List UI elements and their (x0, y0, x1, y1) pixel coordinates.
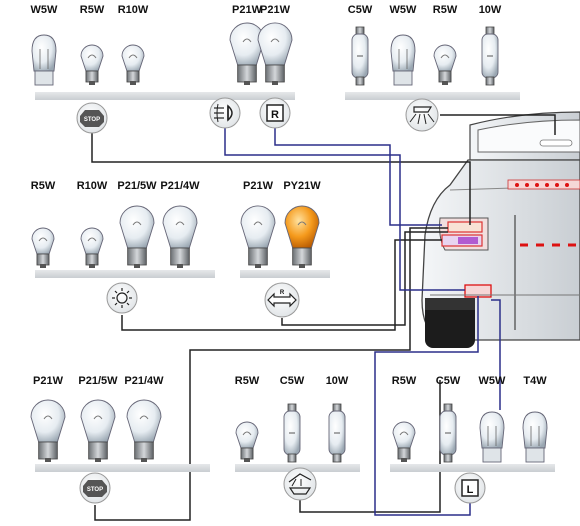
bulb-p21-4w: P21/4W (124, 375, 164, 462)
car-rear (421, 111, 580, 348)
bulb-code-label: W5W (390, 4, 418, 16)
bulb-code-label: P21W (232, 4, 263, 16)
stop-tail-icon: STOP (79, 472, 111, 504)
bulb-code-label: 10W (479, 4, 502, 16)
bulb-w5w: W5W (31, 4, 59, 86)
bulb-shelf-mid-center (240, 270, 330, 278)
side-light-icon (106, 282, 138, 314)
bulb-code-label: W5W (31, 4, 59, 16)
wire-stop-top (91, 132, 471, 225)
stop-sign-text-bottom: STOP (87, 487, 103, 493)
bulb-code-label: W5W (479, 375, 507, 387)
bulb-t4w: T4W (522, 375, 548, 463)
bulb-w5w: W5W (479, 375, 507, 463)
bulb-r5w: R5W (235, 375, 260, 462)
wire-stop-bottom (94, 227, 448, 521)
bulb-code-label: R10W (77, 180, 108, 192)
bulb-code-label: P21W (33, 375, 64, 387)
bulb-code-label: C5W (348, 4, 373, 16)
bulb-p21-5w: P21/5W (78, 375, 118, 462)
reverse-light-icon: R (259, 97, 291, 129)
bulb-p21w: P21W (30, 375, 66, 462)
bulb-py21w: PY21W (283, 180, 321, 268)
bulb-r10w: R10W (118, 4, 149, 85)
number-plate-light-icon (405, 98, 439, 132)
bulb-p21w: P21W (240, 180, 276, 268)
bulb-code-label: PY21W (283, 180, 321, 192)
bulb-code-label: R5W (31, 180, 56, 192)
bulb-code-label: T4W (523, 375, 547, 387)
interior-light-icon (283, 467, 317, 501)
bulb-code-label: C5W (436, 375, 461, 387)
bulb-r10w: R10W (77, 180, 108, 268)
bulb-code-label: P21/4W (160, 180, 200, 192)
wire-reverse (274, 128, 442, 226)
bulb-10w: 10W (326, 375, 349, 463)
bulb-shelf-top-right (345, 92, 520, 100)
bulb-r5w: R5W (80, 4, 105, 85)
bulb-p21-5w: P21/5W (117, 180, 157, 268)
wire-licence (374, 296, 479, 516)
bulb-p21w: P21W (257, 4, 293, 85)
car-tyre (425, 298, 475, 348)
licence-plate-icon: L (454, 472, 486, 504)
indicator-icon: R (264, 282, 300, 318)
bulb-r5w: R5W (392, 375, 417, 462)
bulb-code-label: P21/5W (78, 375, 118, 387)
indicator-letter: R (280, 290, 285, 296)
bulb-p21-4w: P21/4W (160, 180, 200, 268)
bulb-code-label: 10W (326, 375, 349, 387)
bulb-c5w: C5W (348, 4, 373, 86)
bulb-shelf-top-middle (205, 92, 295, 100)
bulb-shelf-bottom-left (35, 464, 210, 472)
bulb-r5w: R5W (433, 4, 458, 85)
bulb-shelf-top-left (35, 92, 205, 100)
bulb-c5w: C5W (280, 375, 305, 463)
bulb-r5w: R5W (31, 180, 56, 268)
bulb-code-label: P21/4W (124, 375, 164, 387)
stop-sign-text: STOP (84, 117, 100, 123)
bulb-shelf-mid-left (35, 270, 215, 278)
fog-light-icon (209, 97, 241, 129)
high-brake-light (507, 179, 580, 190)
bulb-code-label: C5W (280, 375, 305, 387)
tail-light-cluster (439, 217, 489, 251)
wire-plate-right (491, 299, 501, 410)
wire-number-plate (440, 114, 556, 135)
licence-letter: L (467, 484, 474, 496)
wire-interior (299, 380, 441, 513)
bulb-p21w: P21W (229, 4, 265, 85)
wire-fog (224, 126, 465, 291)
brake-light-icon: STOP (76, 102, 108, 134)
bulb-code-label: R5W (433, 4, 458, 16)
bulb-10w: 10W (479, 4, 502, 86)
bulb-code-label: P21W (243, 180, 274, 192)
bulb-code-label: P21/5W (117, 180, 157, 192)
bulb-c5w: C5W (436, 375, 461, 463)
bulb-w5w: W5W (390, 4, 418, 86)
bulb-code-label: P21W (260, 4, 291, 16)
reverse-letter: R (271, 109, 279, 121)
bulb-code-label: R5W (392, 375, 417, 387)
bulb-code-label: R10W (118, 4, 149, 16)
bulb-shelf-bottom-right (390, 464, 555, 472)
wire-indicator (281, 231, 448, 326)
bulb-code-label: R5W (80, 4, 105, 16)
bulb-code-label: R5W (235, 375, 260, 387)
